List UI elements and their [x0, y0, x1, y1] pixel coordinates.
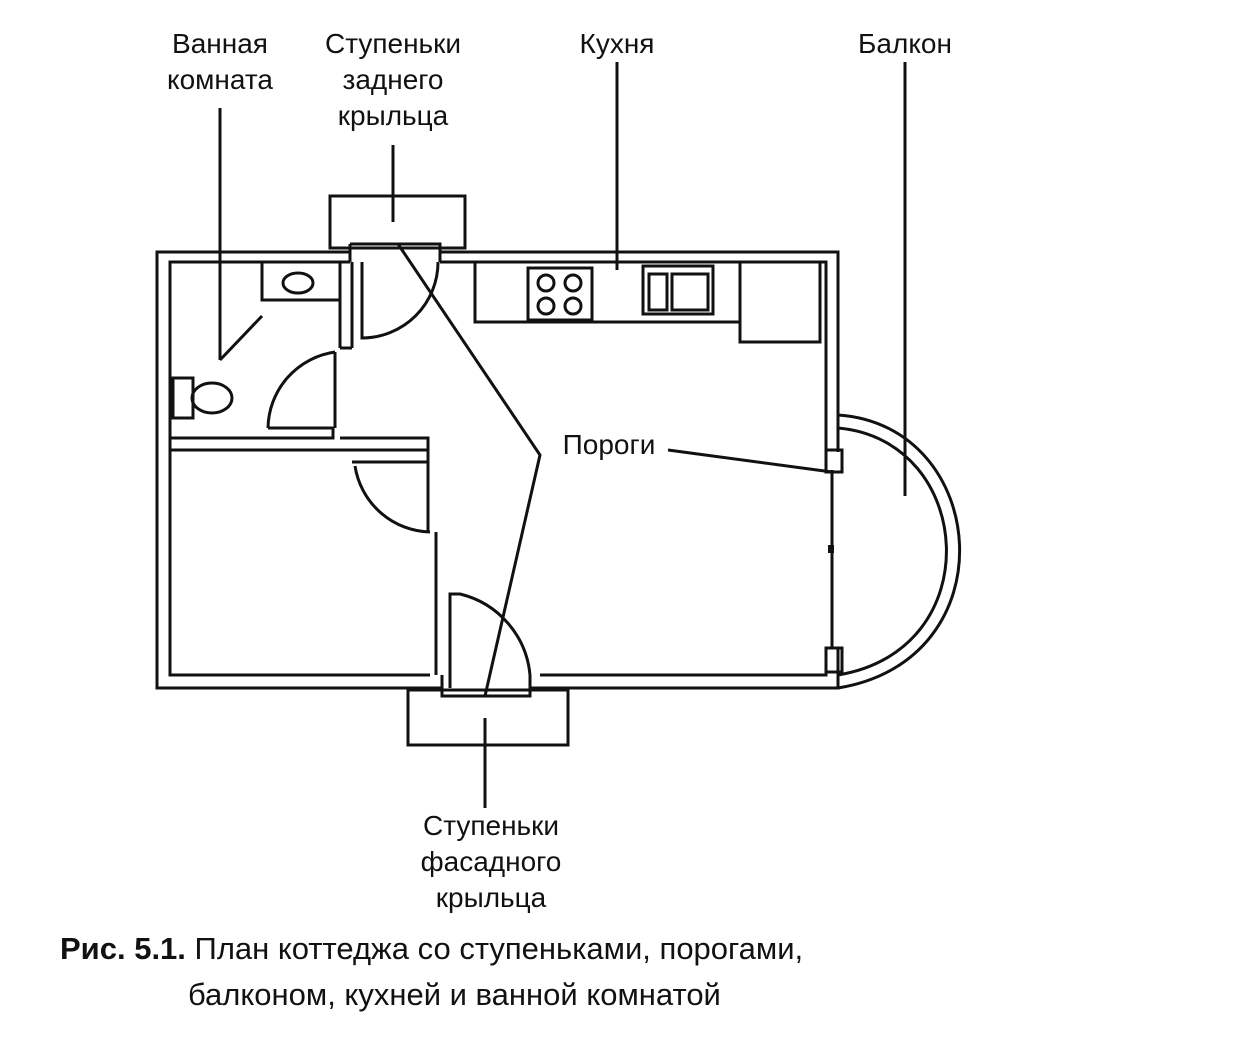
label-kitchen: Кухня — [579, 28, 655, 59]
caption-number: Рис. 5.1. — [60, 931, 186, 966]
stove-burner — [536, 296, 556, 316]
balcony-door-latch — [828, 545, 834, 553]
kitchen-sink-basin — [670, 272, 710, 312]
leader-thresholds-doors — [396, 243, 542, 697]
bedroom-partition — [426, 462, 438, 675]
refrigerator — [738, 260, 822, 344]
balcony-door-jamb-bottom — [824, 646, 844, 674]
stove-burner — [536, 273, 556, 293]
label-bathroom: Ванная комната — [167, 28, 273, 95]
kitchen-stove — [526, 266, 594, 322]
label-back-steps: Ступеньки заднего крыльца — [324, 28, 462, 131]
back-door-frame — [348, 242, 442, 262]
kitchen-sink — [641, 264, 715, 316]
bathroom-wall-vertical — [338, 262, 354, 350]
toilet-tank — [171, 376, 195, 420]
bathroom-vanity — [260, 262, 340, 302]
bathroom-sink — [281, 271, 315, 295]
stove-burner — [563, 273, 583, 293]
back-porch-steps — [328, 194, 467, 250]
bedroom-door-swing — [353, 465, 431, 534]
bathroom-wall-bottom — [170, 426, 430, 464]
caption-line-2: балконом, кухней и ванной комнатой — [188, 977, 721, 1012]
label-balcony: Балкон — [858, 28, 952, 59]
label-front-steps: Ступеньки фасадного крыльца — [420, 810, 562, 913]
bathroom-door-swing — [266, 350, 336, 429]
balcony-outline-inner — [837, 426, 948, 677]
toilet-bowl — [190, 381, 234, 415]
figure-caption: Рис. 5.1. План коттеджа со ступеньками, … — [60, 926, 1060, 1018]
balcony-outline-outer — [837, 413, 961, 690]
leader-bathroom-angle — [218, 314, 264, 362]
caption-line-1: План коттеджа со ступеньками, порогами, — [194, 931, 804, 966]
front-porch-steps — [406, 688, 570, 747]
back-door-swing — [360, 261, 440, 340]
label-thresholds: Пороги — [562, 429, 656, 460]
stove-burner — [563, 296, 583, 316]
balcony-door-jamb-top — [824, 448, 844, 474]
leader-thresholds — [667, 448, 833, 474]
kitchen-sink-basin — [647, 272, 669, 312]
